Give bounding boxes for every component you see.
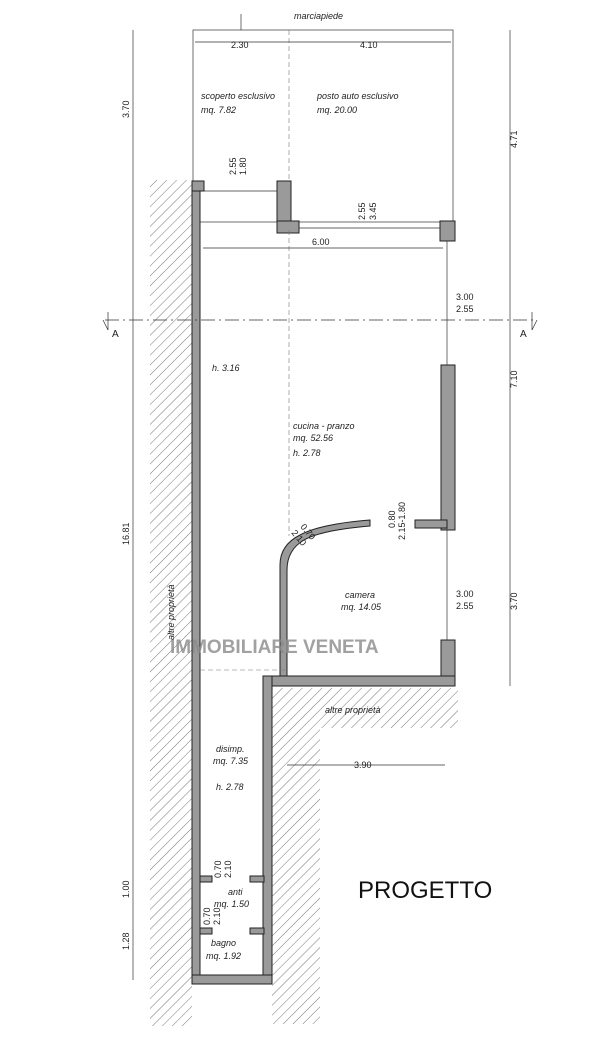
watermark: IMMOBILIARE VENETA — [170, 637, 379, 658]
wall-curved — [279, 519, 371, 677]
dim-right-low: 3.70 — [509, 592, 519, 610]
win-b-2: 2.55 — [357, 202, 367, 220]
section-arrow-left-icon — [102, 312, 109, 331]
courtyard-area: mq. 7.82 — [201, 105, 236, 115]
dim-left-main: 16.81 — [121, 522, 131, 545]
win-d-1: 3.00 — [456, 589, 474, 599]
door-a-1: 0.70 — [213, 860, 223, 878]
door-k-2: 2.15-1.80 — [397, 502, 407, 540]
bath-area: mq. 1.92 — [206, 951, 241, 961]
kitchen-name: cucina - pranzo — [293, 421, 355, 431]
door-b-2: 2.10 — [212, 907, 222, 925]
dim-right-top: 4.71 — [509, 130, 519, 148]
dim-top-left: 2.30 — [231, 40, 249, 50]
hatch-bottom-property-2 — [272, 728, 320, 1024]
bath-name: bagno — [211, 938, 236, 948]
bedroom-area: mq. 14.05 — [341, 602, 382, 612]
ante-area: mq. 1.50 — [214, 899, 249, 909]
hall-height: h. 2.78 — [216, 782, 244, 792]
dim-left-2: 1.28 — [121, 932, 131, 950]
win-b-1: 3.45 — [368, 202, 378, 220]
section-label-right: A — [520, 329, 527, 340]
wall-top-right — [439, 220, 456, 242]
door-a-2: 2.10 — [223, 860, 233, 878]
wall-left — [191, 180, 201, 984]
bedroom-name: camera — [345, 590, 375, 600]
win-a-2: 2.55 — [228, 157, 238, 175]
section-label-left: A — [112, 329, 119, 340]
wall-top-left — [191, 180, 205, 192]
outdoor-area-outline — [192, 29, 454, 223]
win-c-1: 3.00 — [456, 292, 474, 302]
win-d-2: 2.55 — [456, 601, 474, 611]
ante-name: anti — [228, 887, 244, 897]
wall-bath-2 — [249, 927, 265, 935]
dim-bottom-390: 3.90 — [354, 760, 372, 770]
parking-name: posto auto esclusivo — [316, 91, 399, 101]
wall-pillar — [276, 180, 292, 222]
section-arrow-right-icon — [531, 312, 538, 331]
wall-bottom — [191, 974, 273, 985]
win-a-1: 1.80 — [238, 157, 248, 175]
other-property-bottom: altre proprietà — [325, 705, 381, 715]
courtyard-name: scoperto esclusivo — [201, 91, 275, 101]
win-c-2: 2.55 — [456, 304, 474, 314]
height-main: h. 3.16 — [212, 363, 240, 373]
kitchen-area: mq. 52.56 — [293, 433, 333, 443]
wall-top-mid — [276, 220, 300, 234]
dim-width-600: 6.00 — [312, 237, 330, 247]
wall-anti-1 — [199, 875, 213, 883]
stamp-progetto: PROGETTO — [358, 877, 492, 904]
wall-bottom-room — [262, 675, 456, 687]
wall-corridor-right — [262, 675, 273, 984]
dim-left-top: 3.70 — [121, 100, 131, 118]
hatch-bottom-property — [272, 688, 458, 728]
hall-name: disimp. — [216, 744, 245, 754]
door-b-1: 0.70 — [202, 907, 212, 925]
wall-anti-2 — [249, 875, 265, 883]
hatch-left-property — [150, 180, 192, 1026]
dim-top-right: 4.10 — [360, 40, 378, 50]
sidewalk-label: marciapiede — [294, 11, 343, 21]
hall-area: mq. 7.35 — [213, 756, 249, 766]
parking-area: mq. 20.00 — [317, 105, 357, 115]
dim-right-mid: 7.10 — [509, 370, 519, 388]
other-property-left: altre proprietà — [166, 584, 176, 640]
door-k-1: 0.80 — [387, 510, 397, 528]
wall-right-stub — [414, 519, 448, 529]
wall-right-segment — [440, 364, 456, 531]
dim-left-1: 1.00 — [121, 880, 131, 898]
wall-bath-1 — [199, 927, 213, 935]
kitchen-height: h. 2.78 — [293, 448, 321, 458]
